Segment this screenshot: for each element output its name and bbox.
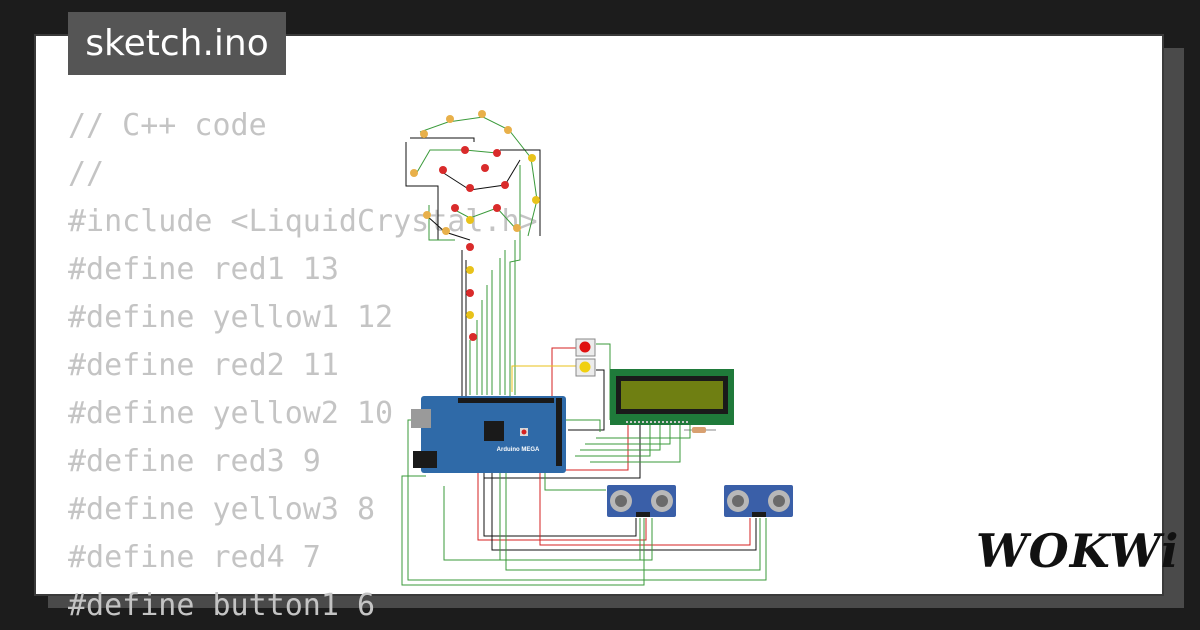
sketch-filename-tab: sketch.ino [68, 12, 286, 75]
led-red [469, 333, 477, 341]
arduino-mega-board: Arduino MEGA [411, 396, 566, 473]
code-line: // C++ code [68, 108, 267, 143]
led-yellow [442, 227, 450, 235]
led-yellow [478, 110, 486, 118]
code-line: #include <LiquidCrystal.h> [68, 204, 538, 239]
power-jack [413, 451, 437, 468]
led-red [439, 166, 447, 174]
wokwi-logo: WOKWi [976, 524, 1180, 578]
push-button-yellow [575, 358, 596, 377]
header-right [556, 398, 562, 466]
red-button-cap [579, 341, 591, 353]
led-yellow [420, 130, 428, 138]
sensor-pins [752, 512, 766, 517]
led-red [466, 289, 474, 297]
yellow-button-cap [579, 361, 591, 373]
led-red [493, 149, 501, 157]
led-yellow [466, 311, 474, 319]
led-yellow [466, 216, 474, 224]
reset-button-cap [521, 429, 527, 435]
code-line: #define yellow1 12 [68, 300, 394, 335]
usb-port [411, 409, 431, 428]
sensor-transducer-inner [656, 495, 668, 507]
push-button-red [575, 338, 596, 357]
code-line: #define yellow3 8 [68, 492, 376, 527]
sensor-pins [636, 512, 650, 517]
led-red [451, 204, 459, 212]
bottom-wires [401, 400, 767, 586]
ultrasonic-sensor-right [724, 485, 793, 517]
led-yellow [532, 196, 540, 204]
led-yellow [410, 169, 418, 177]
code-line: #define red1 13 [68, 252, 339, 287]
chip [484, 421, 504, 441]
led-red [481, 164, 489, 172]
sensor-transducer-inner [615, 495, 627, 507]
sensor-transducer-inner [732, 495, 744, 507]
code-background: // C++ code // #include <LiquidCrystal.h> #… [68, 102, 538, 630]
led-yellow [504, 126, 512, 134]
resistor-body [692, 427, 706, 433]
led-yellow [423, 211, 431, 219]
lcd-display [610, 369, 734, 425]
resistor [684, 427, 716, 433]
led-red [466, 243, 474, 251]
code-line: #define red3 9 [68, 444, 321, 479]
led-red [466, 184, 474, 192]
led-red [501, 181, 509, 189]
header-top [458, 398, 554, 403]
code-line: #define yellow2 10 [68, 396, 394, 431]
led-red [461, 146, 469, 154]
lcd-wires [484, 419, 691, 479]
led-yellow [466, 266, 474, 274]
tree-wires [405, 116, 541, 400]
code-line: #define red2 11 [68, 348, 339, 383]
led-yellow [528, 154, 536, 162]
led-yellow [446, 115, 454, 123]
tree-leds [410, 110, 540, 341]
led-red [493, 204, 501, 212]
code-line: // [68, 156, 105, 191]
ultrasonic-sensor-left [607, 485, 676, 517]
board-label: Arduino MEGA [497, 447, 540, 453]
button-wires [511, 343, 611, 431]
code-line: #define button1 6 [68, 588, 376, 623]
project-preview-card: // C++ code // #include <LiquidCrystal.h> #… [34, 34, 1164, 623]
code-line: #define red4 7 [68, 540, 321, 575]
sensor-transducer-inner [773, 495, 785, 507]
led-yellow [513, 224, 521, 232]
